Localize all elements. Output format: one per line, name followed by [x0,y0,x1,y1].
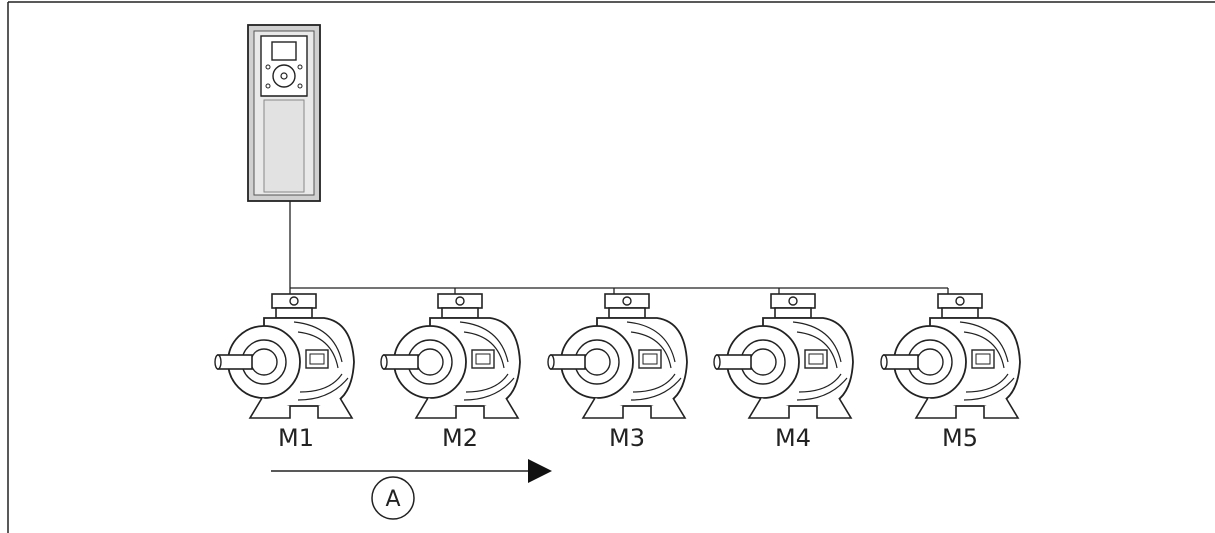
motor-m5 [880,293,1021,419]
motor-label-m2: M2 [442,424,478,452]
motor-row [214,293,1021,419]
sequence-arrow [271,459,552,483]
callout-a-label: A [385,487,400,512]
arrowhead-icon [528,459,552,483]
motor-label-m4: M4 [775,424,811,452]
callout-a: A [371,476,415,520]
motor-m2 [380,293,521,419]
motor-label-m5: M5 [942,424,978,452]
motor-m3 [547,293,688,419]
drive-display [271,41,297,61]
motor-m1 [214,293,355,419]
drive-unit [247,24,321,202]
motor-label-m1: M1 [278,424,314,452]
motor-label-m3: M3 [609,424,645,452]
motor-m4 [713,293,854,419]
wiring [289,201,949,306]
